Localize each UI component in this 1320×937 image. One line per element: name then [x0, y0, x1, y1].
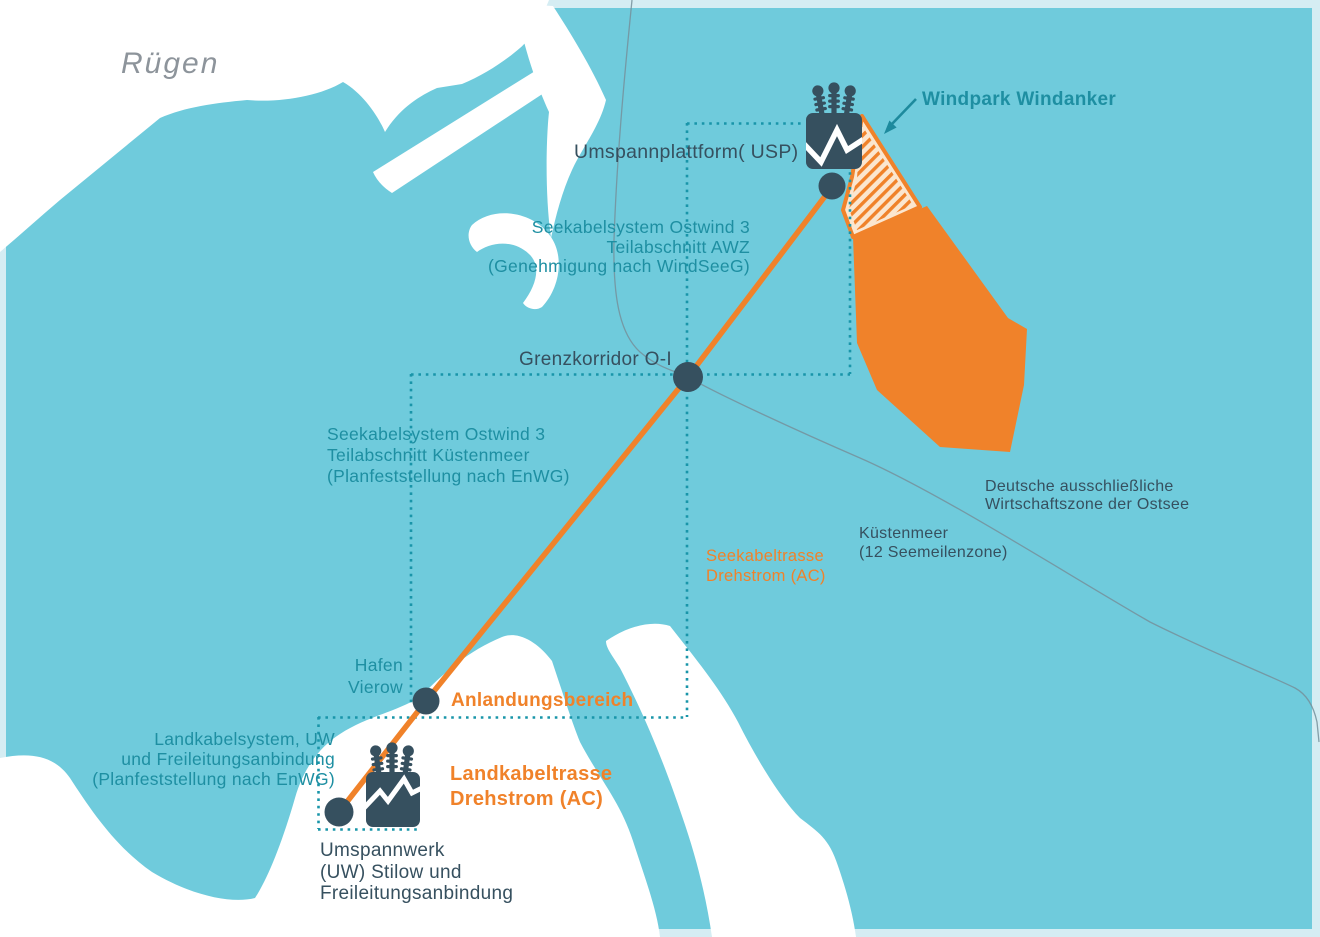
coastal-sea-line2: (12 Seemeilenzone) — [859, 544, 1008, 561]
route-node-grenzkorridor — [673, 362, 703, 392]
windpark-polygon — [853, 206, 1027, 452]
land-cable-system-line2: und Freileitungsanbindung — [121, 749, 335, 769]
substation-line3: Freileitungsanbindung — [320, 883, 514, 904]
sea-cable-awz-line2: Teilabschnitt AWZ — [606, 236, 750, 257]
boundary-line-12nm — [613, 0, 1320, 743]
region-label-ruegen: Rügen — [121, 47, 220, 80]
land-cable-system-line1: Landkabelsystem, UW — [154, 729, 335, 749]
land-cable-route-label: Landkabeltrasse Drehstrom (AC) — [450, 762, 612, 812]
route-nodes — [324, 172, 846, 827]
land-ruegen — [0, 0, 549, 252]
eez-line1: Deutsche ausschließliche — [985, 478, 1174, 495]
platform-label: Umspannplattform( USP) — [574, 141, 799, 163]
land-cable-system-label: Landkabelsystem, UW und Freileitungsanbi… — [92, 729, 335, 789]
sea-cable-route-label: Seekabeltrasse Drehstrom (AC) — [706, 547, 826, 586]
sea-cable-coastal-line3: (Planfeststellung nach EnWG) — [327, 466, 570, 486]
landing-area-label: Anlandungsbereich — [451, 690, 634, 711]
land-cable-system-line3: (Planfeststellung nach EnWG) — [92, 769, 335, 789]
land-islet — [468, 213, 559, 310]
route-node-umspannwerk — [324, 797, 354, 827]
harbor-line2: Vierow — [348, 677, 403, 697]
sea-cable-awz-line3: (Genehmigung nach WindSeeG) — [488, 256, 750, 276]
eez-label: Deutsche ausschließliche Wirtschaftszone… — [985, 478, 1189, 513]
substation-label: Umspannwerk (UW) Stilow und Freileitungs… — [320, 840, 513, 905]
land-sliver — [516, 4, 606, 238]
sea-area — [6, 8, 1312, 929]
cable-route-line — [336, 184, 835, 815]
corridor-dotted-lines — [317, 122, 852, 831]
land-masses — [0, 0, 856, 937]
sea-cable-coastal-label: Seekabelsystem Ostwind 3 Teilabschnitt K… — [327, 424, 570, 487]
harbor-label: Hafen Vierow — [348, 654, 403, 698]
windpark-label: Windpark Windanker — [922, 89, 1117, 110]
substation-icon — [366, 742, 420, 827]
coastal-sea-label: Küstenmeer (12 Seemeilenzone) — [859, 524, 1008, 562]
sea-cable-coastal-line2: Teilabschnitt Küstenmeer — [327, 445, 530, 465]
sea-cable-awz-line1: Seekabelsystem Ostwind 3 — [531, 217, 750, 237]
windpark-area — [841, 114, 1027, 452]
substation-line2: (UW) Stilow und — [320, 861, 462, 883]
sea-cable-route-line2: Drehstrom (AC) — [706, 566, 826, 585]
land-peninsula-east — [606, 623, 856, 937]
coastal-sea-line1: Küstenmeer — [859, 525, 949, 542]
sea-cable-awz-label: Seekabelsystem Ostwind 3 Teilabschnitt A… — [488, 217, 750, 277]
land-cable-route-line1: Landkabeltrasse — [450, 763, 613, 785]
harbor-line1: Hafen — [354, 655, 403, 675]
route-node-platform — [818, 172, 846, 200]
windpark-arrow-icon — [884, 98, 917, 134]
border-corridor-label: Grenzkorridor O-I — [519, 349, 672, 370]
substation-line1: Umspannwerk — [320, 840, 445, 861]
route-node-hafen-vierow — [412, 687, 440, 715]
land-cable-route-line2: Drehstrom (AC) — [450, 788, 604, 810]
sea-cable-coastal-line1: Seekabelsystem Ostwind 3 — [327, 424, 546, 444]
windpark-hatch-area — [849, 124, 913, 230]
land-mainland-west — [0, 635, 660, 937]
eez-line2: Wirtschaftszone der Ostsee — [985, 495, 1190, 513]
land-spit — [373, 68, 553, 193]
offshore-platform-icon — [806, 82, 862, 169]
sea-cable-route-line1: Seekabeltrasse — [706, 547, 824, 565]
